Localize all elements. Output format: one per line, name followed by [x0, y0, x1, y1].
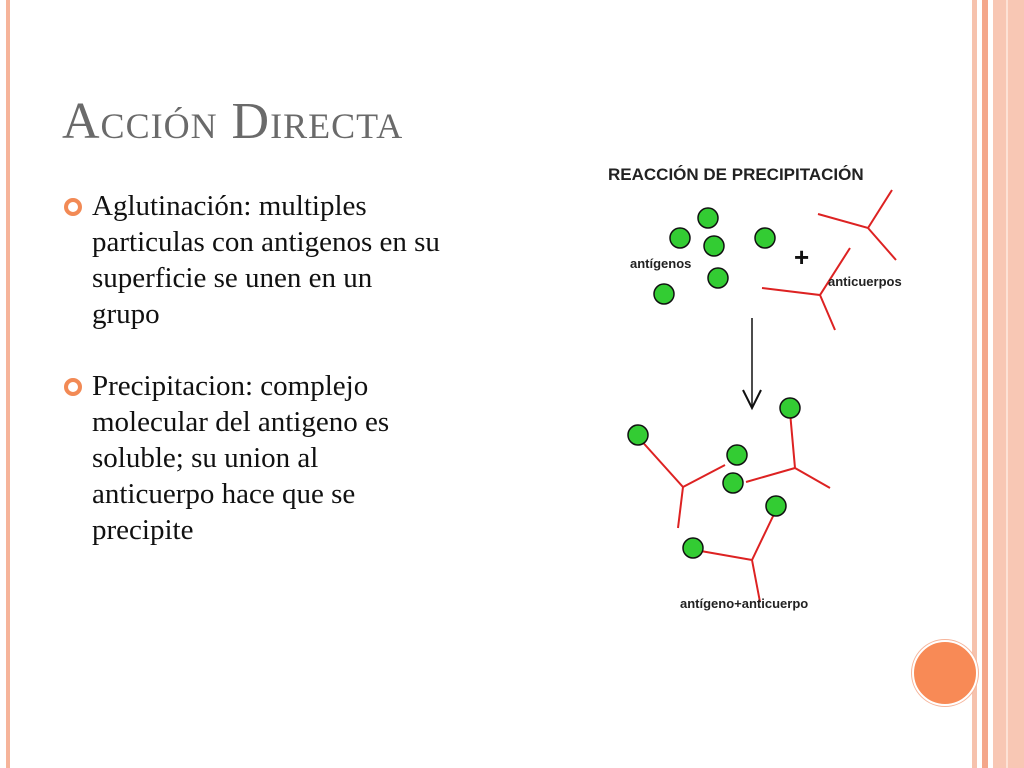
antigen-particle: [707, 267, 729, 289]
precipitation-diagram: REACCIÓN DE PRECIPITACIÓN antígenos + an…: [608, 165, 902, 611]
frame-left-stripe: [6, 0, 10, 768]
antibody-group: [761, 189, 897, 331]
antigen-particle: [669, 227, 691, 249]
frame-right-stripe: [982, 0, 988, 768]
frame-right-stripe: [1006, 0, 1008, 768]
bullet-icon: [64, 198, 82, 216]
slide-title: Acción Directa: [62, 93, 404, 150]
antigen-particle: [726, 444, 748, 466]
antibody-molecule: [745, 411, 831, 489]
complex-antibodies: [637, 411, 831, 603]
bullet-icon: [64, 378, 82, 396]
frame-right-band: [993, 0, 1024, 768]
plus-sign: +: [794, 242, 809, 272]
antigen-particle: [722, 472, 744, 494]
antigen-particle: [697, 207, 719, 229]
bullet-text: Precipitacion: complejo molecular del an…: [92, 370, 390, 546]
antigen-particle: [682, 537, 704, 559]
bullet-item-agglutination: Aglutinación: multiples particulas con a…: [62, 188, 442, 332]
antigen-particle: [627, 424, 649, 446]
label-antibodies: anticuerpos: [828, 274, 902, 289]
arrow-head: [742, 389, 762, 411]
antibody-molecule: [817, 189, 897, 261]
diagram-heading: REACCIÓN DE PRECIPITACIÓN: [608, 165, 864, 184]
antigen-particle: [754, 227, 776, 249]
antigen-particle: [653, 283, 675, 305]
antigen-particle: [765, 495, 787, 517]
bullet-text: Aglutinación: multiples particulas con a…: [92, 190, 440, 330]
antigen-group: [653, 207, 776, 305]
decorative-circle: [912, 640, 978, 706]
bullet-list: Aglutinación: multiples particulas con a…: [62, 188, 442, 584]
antigen-particle: [779, 397, 801, 419]
antibody-molecule: [761, 247, 851, 331]
frame-right-stripe: [972, 0, 977, 768]
label-complex: antígeno+anticuerpo: [680, 596, 808, 611]
label-antigens: antígenos: [630, 256, 691, 271]
bullet-item-precipitation: Precipitacion: complejo molecular del an…: [62, 368, 442, 548]
antibody-molecule: [694, 509, 777, 603]
antigen-particle: [703, 235, 725, 257]
antibody-molecule: [637, 436, 726, 529]
complex-antigens: [627, 397, 801, 559]
